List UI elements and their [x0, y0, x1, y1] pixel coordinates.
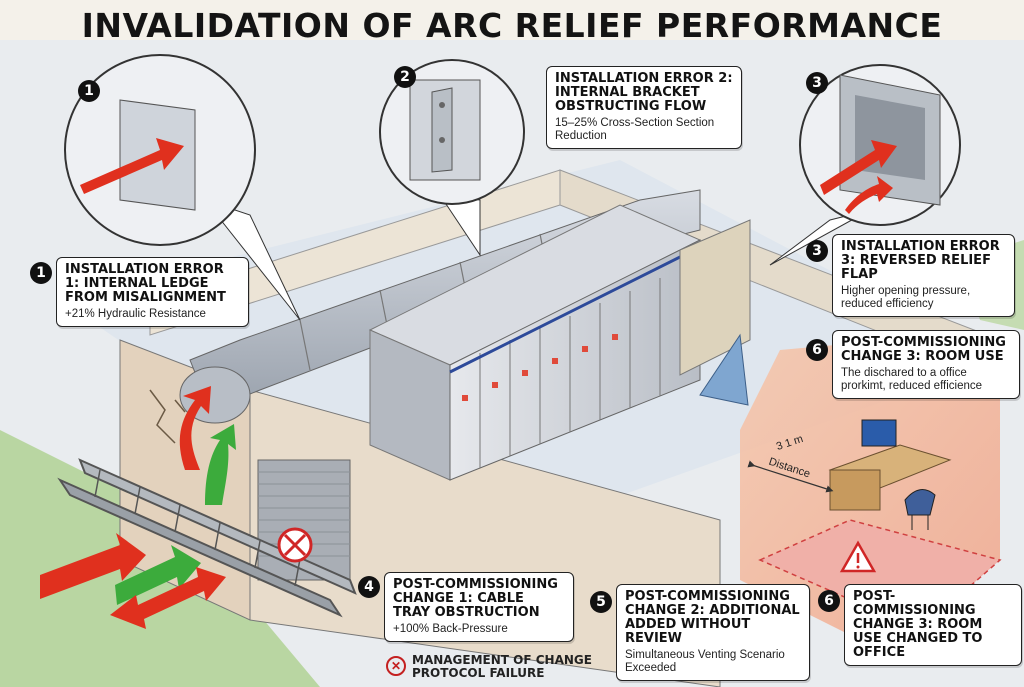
callout-heading: Post-Commissioning Change 3: Room Use — [841, 335, 1006, 364]
callout-installation-error-2: Installation Error 2: Internal Bracket O… — [546, 66, 742, 149]
callout-heading: Post-Commissioning Change 3: Room Use Ch… — [853, 589, 983, 660]
callout-heading: Post-Commissioning Change 1: Cable Tray … — [393, 577, 558, 620]
callout-room-use-changed: Post-Commissioning Change 3: Room Use Ch… — [844, 584, 1022, 666]
flow-arrow-double-red — [110, 567, 226, 629]
flow-arrow-up-green — [205, 424, 236, 505]
discharge-arrow — [699, 333, 749, 406]
flow-arrow-up-red — [179, 386, 211, 470]
callout-heading: Installation Error 1: Internal Ledge Fro… — [65, 262, 226, 305]
wall-crack — [149, 389, 186, 444]
beige-cabinet — [679, 219, 751, 376]
callout-detail: +100% Back-Pressure — [393, 623, 508, 635]
callout-additional-added: Post-Commissioning Change 2: Additional … — [616, 584, 810, 681]
flow-arrow-right-green — [115, 545, 201, 605]
callout-heading: Installation Error 2: Internal Bracket O… — [555, 71, 733, 114]
callout-cable-tray-obstruction: Post-Commissioning Change 1: Cable Tray … — [384, 572, 574, 642]
page-title: INVALIDATION OF ARC RELIEF PERFORMANCE — [81, 6, 943, 45]
x-circle-icon: ✕ — [386, 656, 406, 676]
office-chair — [904, 489, 936, 530]
callout-detail: Simultaneous Venting Scenario Exceeded — [625, 649, 785, 674]
callout-heading: Installation Error 3: Reversed Relief Fl… — [841, 239, 1000, 282]
monitor — [861, 419, 897, 447]
detail-bubble-1 — [64, 54, 301, 321]
callout-number-1: 1 — [30, 262, 52, 284]
callout-installation-error-3: Installation Error 3: Reversed Relief Fl… — [832, 234, 1015, 317]
callout-heading: Post-Commissioning Change 2: Additional … — [625, 589, 800, 646]
callout-number-6b: 6 — [818, 590, 840, 612]
callout-number-6a: 6 — [806, 339, 828, 361]
detail-bubble-2 — [379, 59, 525, 257]
callout-room-use: Post-Commissioning Change 3: Room Use Th… — [832, 330, 1020, 399]
moc-failure-text: Management of Change Protocol Failure — [412, 653, 592, 680]
callout-detail: Higher opening pressure, reduced efficie… — [841, 285, 971, 310]
bubble-number-2: 2 — [394, 66, 416, 88]
callout-detail: 15–25% Cross-Section Section Reduction — [555, 117, 715, 142]
switchgear-face — [449, 239, 701, 481]
callout-number-5: 5 — [590, 591, 612, 613]
blocked-circle-icon — [277, 527, 313, 563]
callout-number-4: 4 — [358, 576, 380, 598]
callout-number-3: 3 — [806, 240, 828, 262]
flow-arrow-right-red — [40, 533, 146, 599]
bubble-number-3: 3 — [806, 72, 828, 94]
callout-installation-error-1: Installation Error 1: Internal Ledge Fro… — [56, 257, 249, 327]
callout-detail: The dischared to a office prorkimt, redu… — [841, 367, 983, 392]
distance-arrow — [747, 460, 834, 493]
bubble-number-1: 1 — [78, 80, 100, 102]
panel-stripe — [449, 245, 701, 374]
callout-detail: +21% Hydraulic Resistance — [65, 308, 206, 320]
detail-bubble-3 — [769, 64, 961, 266]
moc-failure-note: ✕ Management of Change Protocol Failure — [386, 654, 592, 680]
desk-body — [829, 469, 881, 511]
warning-triangle-icon — [839, 540, 877, 573]
